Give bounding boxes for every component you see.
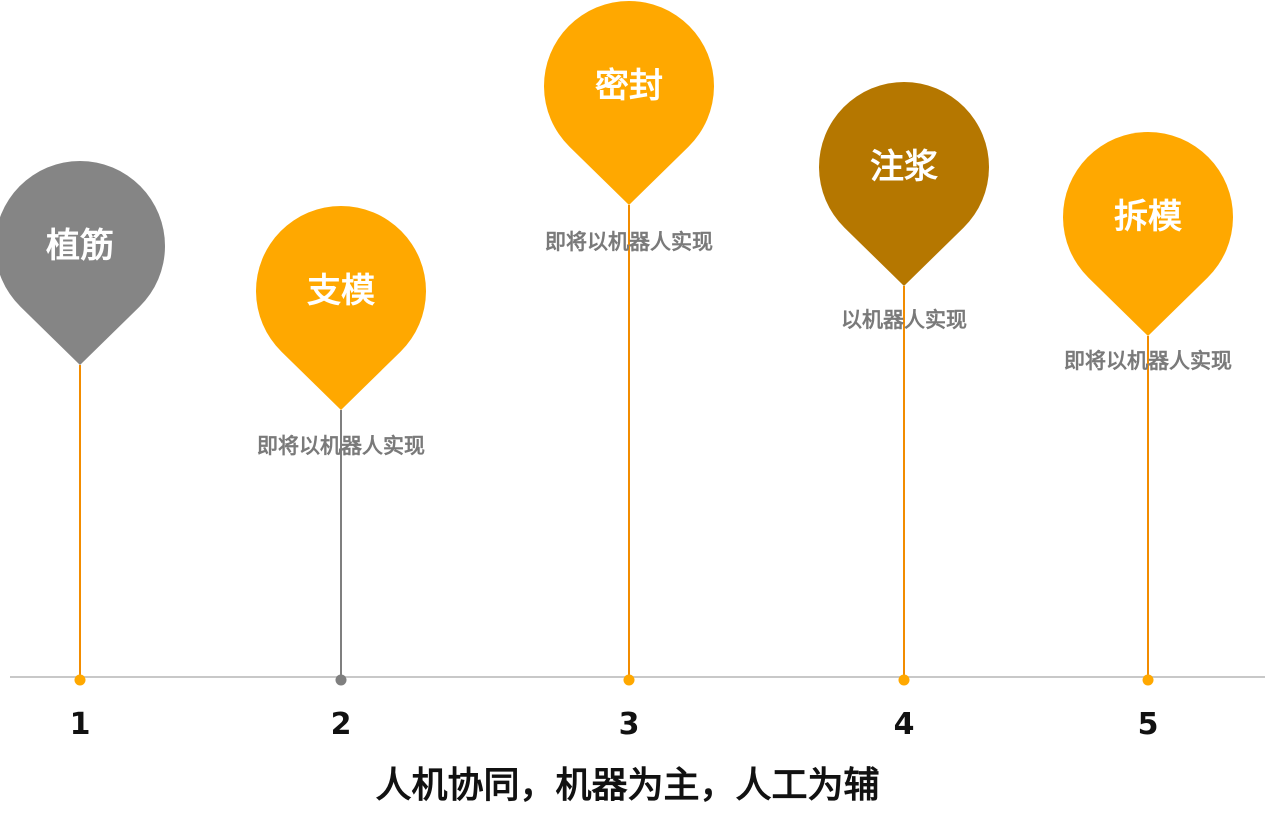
axis-dot: [74, 674, 86, 686]
axis-dot: [1142, 674, 1154, 686]
axis-dot: [335, 674, 347, 686]
step-subtitle: 即将以机器人实现: [257, 434, 425, 458]
step-title: 注浆: [870, 147, 938, 187]
step-number: 4: [893, 707, 915, 742]
step-title: 拆模: [1114, 197, 1182, 237]
timeline-step-4: [819, 81, 989, 686]
map-pin-marker: [255, 205, 426, 410]
timeline-step-1: [0, 161, 165, 686]
timeline-step-5: [1063, 131, 1233, 686]
step-number: 2: [330, 707, 352, 742]
step-title: 支模: [307, 271, 375, 311]
step-number: 5: [1137, 707, 1159, 742]
axis-dot: [898, 674, 910, 686]
map-pin-marker: [819, 81, 989, 286]
timeline-step-2: [255, 205, 426, 686]
step-title: 植筋: [46, 226, 114, 266]
axis-dot: [623, 674, 635, 686]
step-subtitle: 以机器人实现: [841, 308, 967, 332]
step-subtitle: 即将以机器人实现: [1064, 349, 1232, 373]
step-subtitle: 即将以机器人实现: [545, 230, 713, 254]
pins-layer: [0, 0, 1233, 686]
step-title: 密封: [595, 66, 663, 106]
step-number: 1: [69, 707, 91, 742]
map-pin-marker: [1063, 131, 1233, 336]
map-pin-marker: [0, 161, 165, 365]
step-number: 3: [618, 707, 640, 742]
map-pin-marker: [544, 0, 714, 206]
timeline-step-3: [544, 0, 714, 686]
footer-caption: 人机协同，机器为主，人工为辅: [375, 765, 880, 806]
